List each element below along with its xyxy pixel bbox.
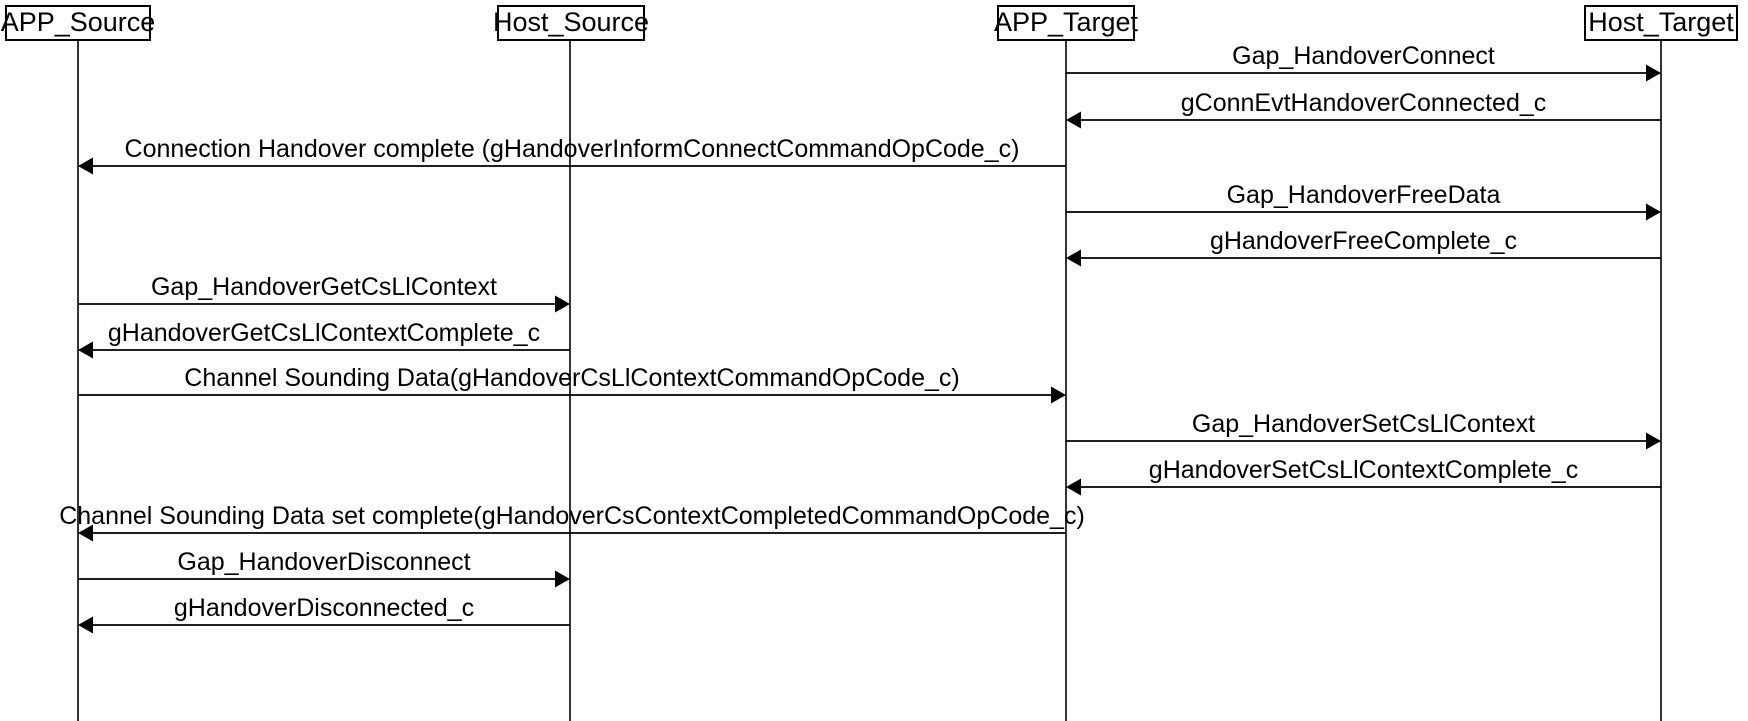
message-label-m1: Gap_HandoverConnect: [1232, 42, 1495, 70]
message-m6[interactable]: Gap_HandoverGetCsLlContext: [78, 273, 570, 313]
message-label-m2: gConnEvtHandoverConnected_c: [1181, 89, 1547, 117]
arrowhead-icon-m8: [1051, 386, 1066, 404]
message-m1[interactable]: Gap_HandoverConnect: [1066, 42, 1661, 82]
participant-box-app_target: [997, 5, 1135, 41]
arrowhead-icon-m5: [1066, 249, 1081, 267]
message-m7[interactable]: gHandoverGetCsLlContextComplete_c: [78, 319, 570, 359]
arrowhead-icon-m11: [78, 524, 93, 542]
message-label-m8: Channel Sounding Data(gHandoverCsLlConte…: [184, 364, 959, 392]
message-label-m6: Gap_HandoverGetCsLlContext: [151, 273, 497, 301]
arrowhead-icon-m10: [1066, 478, 1081, 496]
arrowhead-icon-m13: [78, 616, 93, 634]
participant-app_source[interactable]: APP_Source: [1, 5, 156, 41]
message-label-m10: gHandoverSetCsLlContextComplete_c: [1149, 456, 1578, 484]
participant-label-app_source: APP_Source: [1, 7, 156, 37]
message-m9[interactable]: Gap_HandoverSetCsLlContext: [1066, 410, 1661, 450]
message-m3[interactable]: Connection Handover complete (gHandoverI…: [78, 135, 1066, 175]
arrowhead-icon-m2: [1066, 111, 1081, 129]
arrowhead-icon-m4: [1646, 203, 1661, 221]
arrowhead-icon-m6: [555, 295, 570, 313]
participant-label-host_source: Host_Source: [493, 7, 649, 37]
arrowhead-icon-m9: [1646, 432, 1661, 450]
message-m10[interactable]: gHandoverSetCsLlContextComplete_c: [1066, 456, 1661, 496]
arrowhead-icon-m1: [1646, 64, 1661, 82]
participant-host_source[interactable]: Host_Source: [493, 5, 649, 41]
message-label-m3: Connection Handover complete (gHandoverI…: [125, 135, 1020, 163]
arrowhead-icon-m7: [78, 341, 93, 359]
message-m11[interactable]: Channel Sounding Data set complete(gHand…: [59, 502, 1085, 542]
participant-box-host_source: [497, 5, 645, 41]
message-m2[interactable]: gConnEvtHandoverConnected_c: [1066, 89, 1661, 129]
message-m5[interactable]: gHandoverFreeComplete_c: [1066, 227, 1661, 267]
message-m13[interactable]: gHandoverDisconnected_c: [78, 594, 570, 634]
participant-box-app_source: [5, 5, 151, 41]
message-m8[interactable]: Channel Sounding Data(gHandoverCsLlConte…: [78, 364, 1066, 404]
participant-app_target[interactable]: APP_Target: [994, 5, 1139, 41]
participant-host_target[interactable]: Host_Target: [1584, 5, 1738, 41]
message-label-m11: Channel Sounding Data set complete(gHand…: [59, 502, 1085, 530]
message-label-m12: Gap_HandoverDisconnect: [177, 548, 470, 576]
participant-label-host_target: Host_Target: [1588, 7, 1734, 37]
message-m12[interactable]: Gap_HandoverDisconnect: [78, 548, 570, 588]
arrowhead-icon-m3: [78, 157, 93, 175]
message-label-m5: gHandoverFreeComplete_c: [1210, 227, 1517, 255]
message-label-m4: Gap_HandoverFreeData: [1227, 181, 1501, 209]
message-label-m13: gHandoverDisconnected_c: [174, 594, 474, 622]
participant-box-host_target: [1584, 5, 1738, 41]
message-label-m7: gHandoverGetCsLlContextComplete_c: [108, 319, 540, 347]
message-label-m9: Gap_HandoverSetCsLlContext: [1192, 410, 1535, 438]
arrowhead-icon-m12: [555, 570, 570, 588]
participant-label-app_target: APP_Target: [994, 7, 1139, 37]
message-m4[interactable]: Gap_HandoverFreeData: [1066, 181, 1661, 221]
